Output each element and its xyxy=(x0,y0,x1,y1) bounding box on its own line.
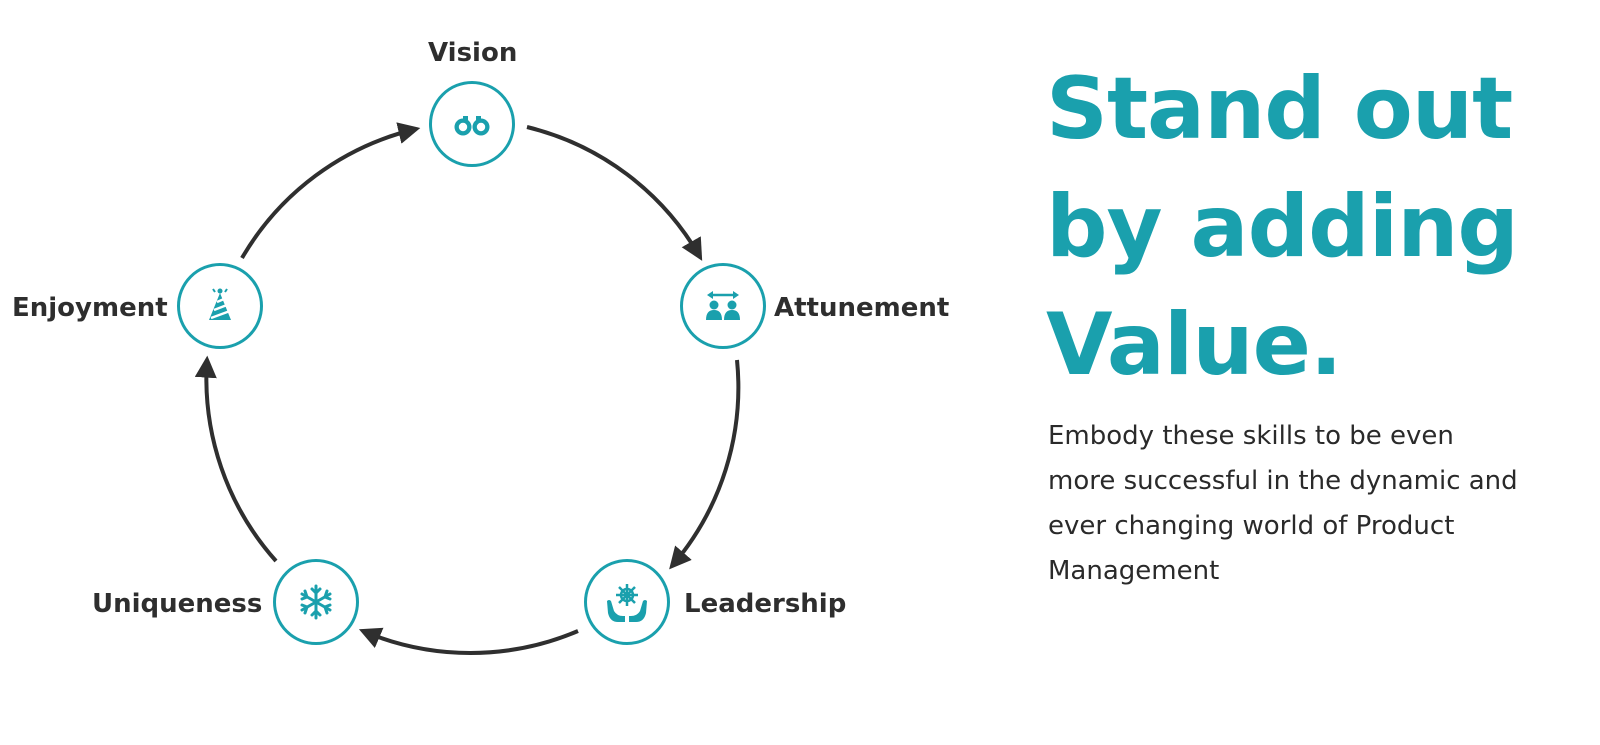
binoculars-icon xyxy=(454,116,490,136)
description-text: Embody these skills to be even more succ… xyxy=(1048,421,1518,586)
uniqueness-label: Uniqueness xyxy=(92,589,263,619)
leadership-label: Leadership xyxy=(684,589,847,619)
party-hat-icon xyxy=(209,288,231,320)
headline-line-1: Stand out xyxy=(1046,59,1513,159)
cycle-arrows xyxy=(194,122,741,655)
uniqueness-node xyxy=(273,559,359,645)
arrow-uniqueness-to-enjoyment xyxy=(194,355,278,563)
vision-label: Vision xyxy=(428,38,518,68)
headline-line-2: by adding xyxy=(1046,177,1519,277)
arrow-vision-to-attunement xyxy=(526,125,703,261)
headline: Stand out by adding Value. xyxy=(1046,50,1519,404)
hands-helm-icon xyxy=(607,584,647,622)
enjoyment-label: Enjoyment xyxy=(12,293,168,323)
people-alignment-icon xyxy=(706,291,740,320)
arrow-leadership-to-uniqueness xyxy=(358,627,579,655)
attunement-node xyxy=(680,263,766,349)
leadership-node xyxy=(584,559,670,645)
attunement-label: Attunement xyxy=(774,293,950,323)
snowflake-icon xyxy=(300,584,332,620)
vision-node xyxy=(429,81,515,167)
headline-line-3: Value. xyxy=(1046,295,1343,395)
arrow-enjoyment-to-vision xyxy=(240,122,421,260)
arrow-attunement-to-leadership xyxy=(669,359,741,570)
enjoyment-node xyxy=(177,263,263,349)
